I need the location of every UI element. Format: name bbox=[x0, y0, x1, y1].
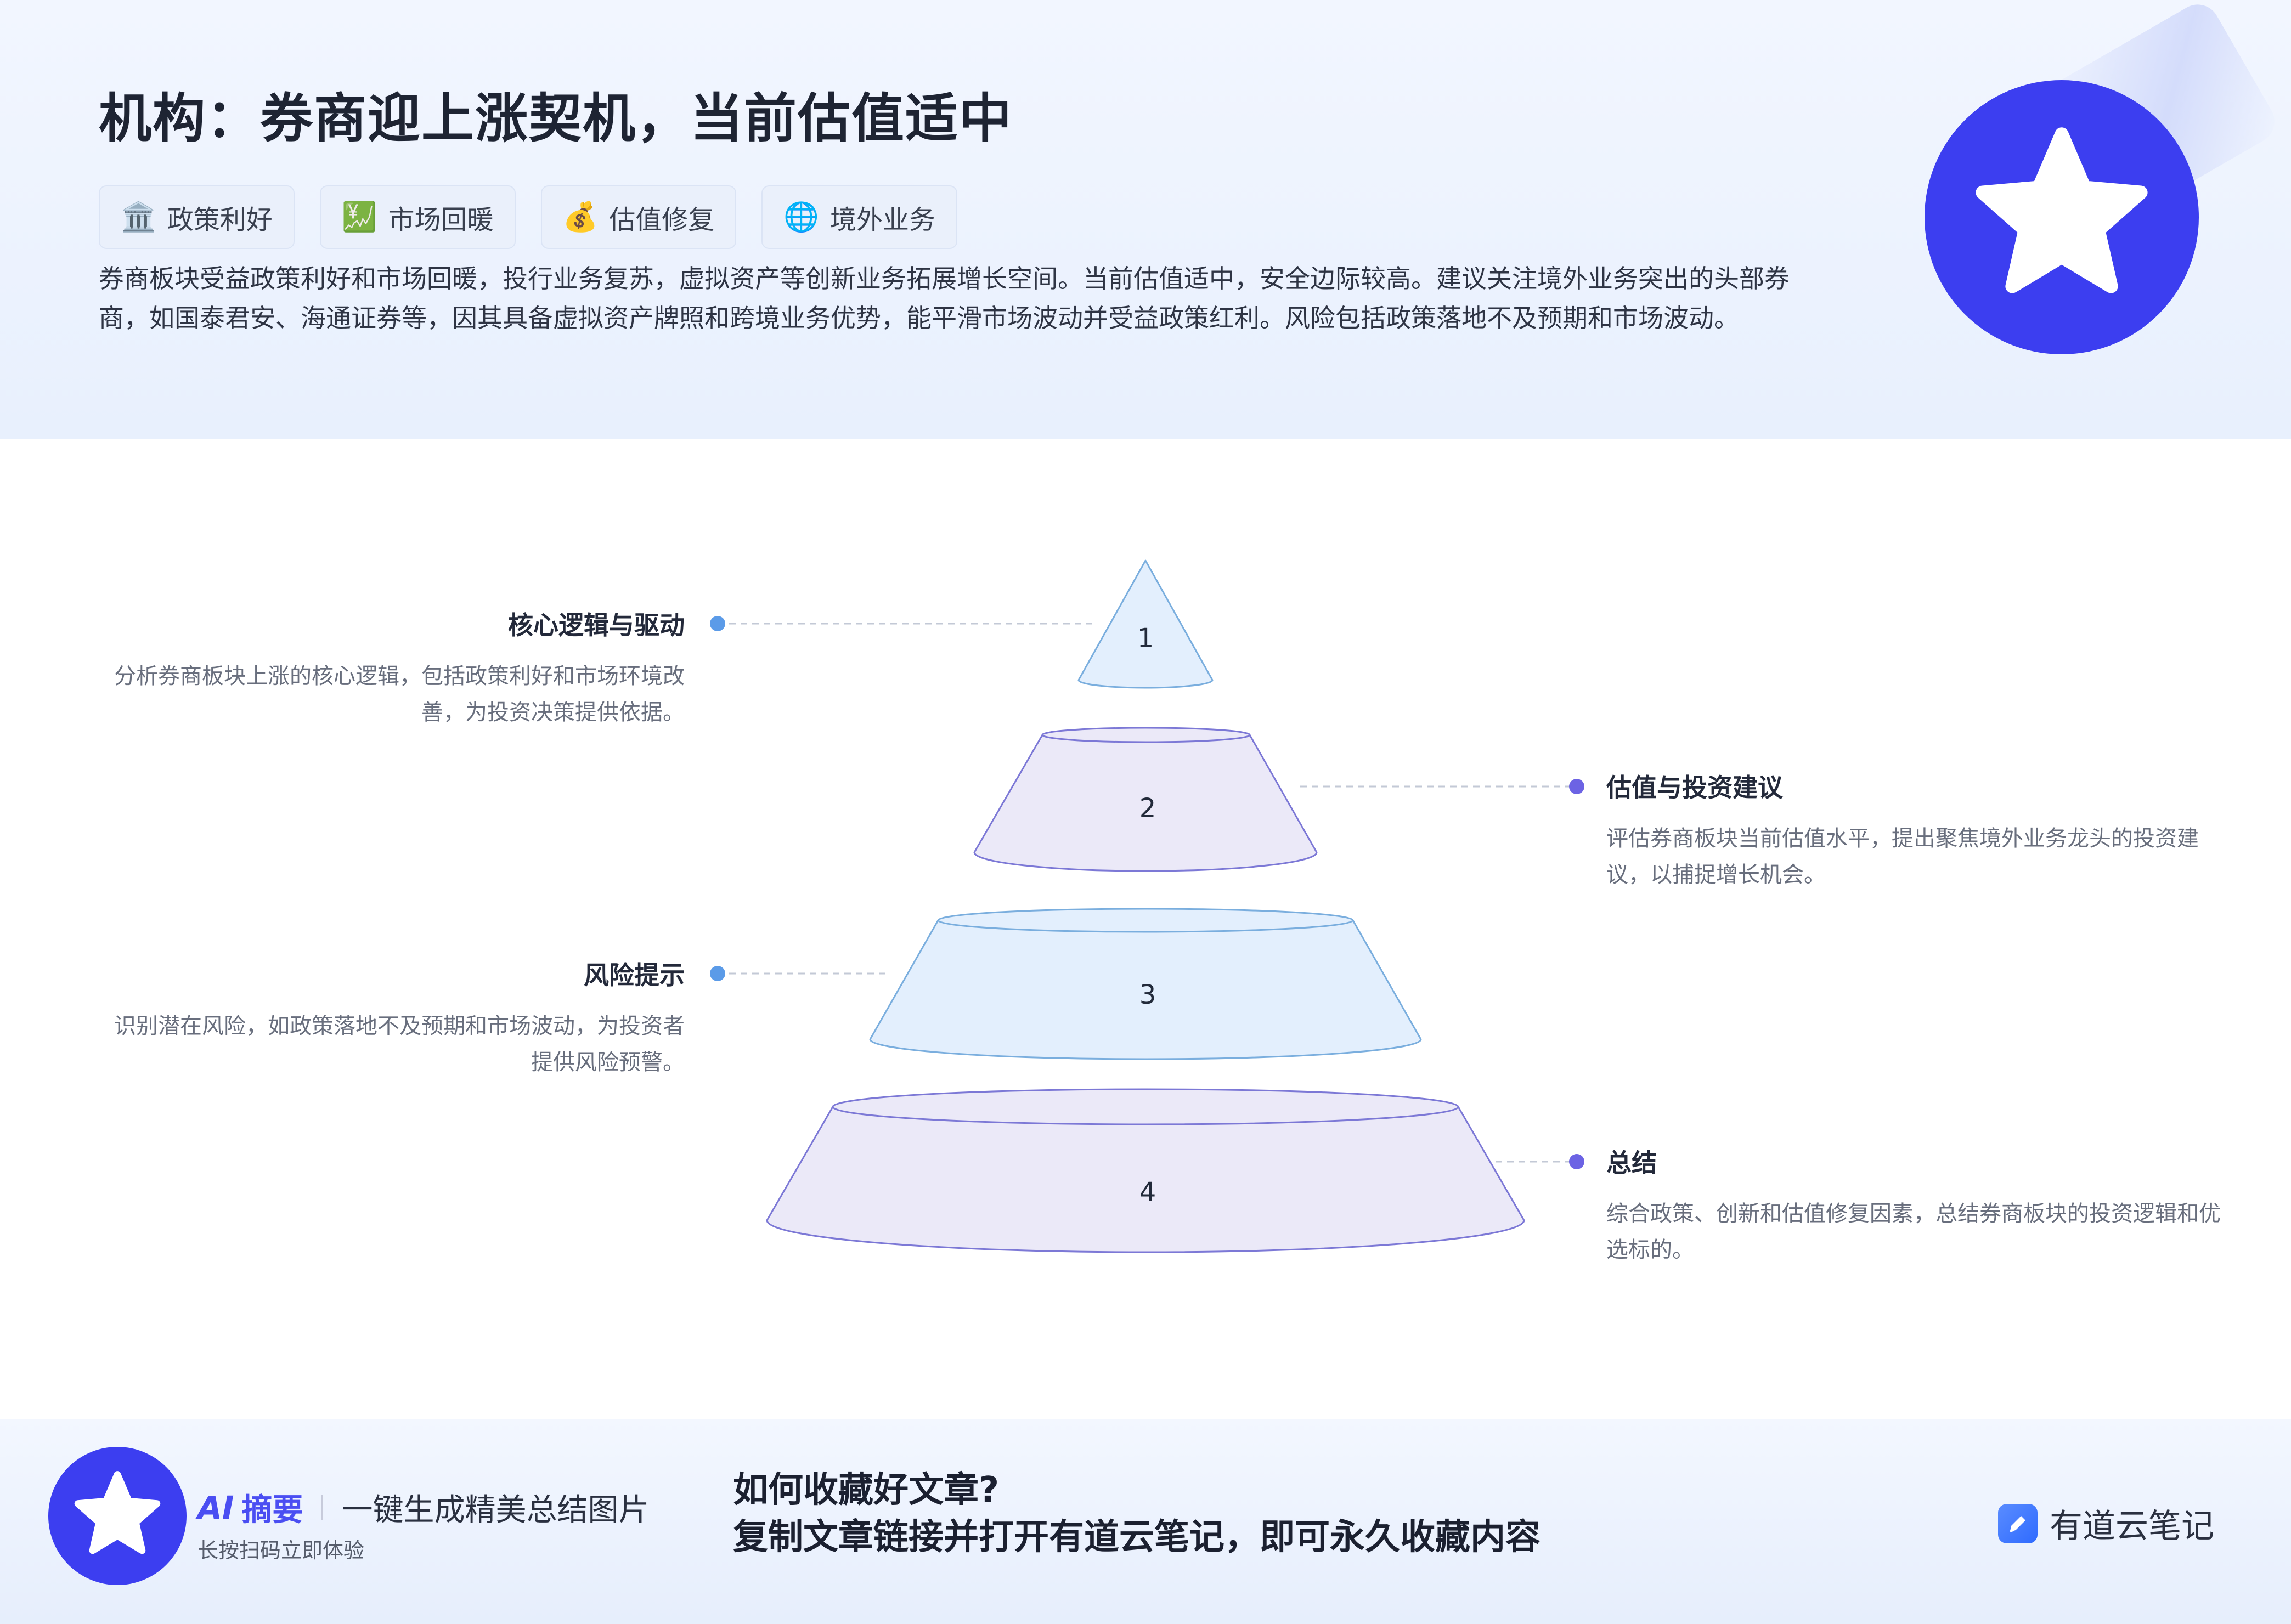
level-title-4: 总结 bbox=[1606, 1148, 1657, 1178]
summary-text: 券商板块受益政策利好和市场回暖，投行业务复苏，虚拟资产等创新业务拓展增长空间。当… bbox=[99, 264, 1790, 333]
star-icon bbox=[1976, 127, 2148, 293]
star-icon bbox=[74, 1471, 161, 1554]
bank-icon: 🏛️ bbox=[121, 201, 156, 234]
tag-policy: 🏛️ 政策利好 bbox=[99, 185, 295, 249]
brand-slogan: 一键生成精美总结图片 bbox=[342, 1492, 650, 1528]
howto-desc: 复制文章链接并打开有道云笔记，即可永久收藏内容 bbox=[733, 1517, 1541, 1558]
tag-label: 估值修复 bbox=[609, 205, 715, 235]
dot-4 bbox=[1569, 1154, 1584, 1169]
tag-valuation: 💰 估值修复 bbox=[540, 185, 737, 249]
pyramid-level-2-top bbox=[1041, 727, 1251, 743]
header-banner: 机构：券商迎上涨契机，当前估值适中 🏛️ 政策利好 💹 市场回暖 💰 估值修复 … bbox=[0, 0, 2291, 439]
howto-block: 如何收藏好文章? 复制文章链接并打开有道云笔记，即可永久收藏内容 bbox=[733, 1467, 1541, 1561]
level-desc-4: 综合政策、创新和估值修复因素，总结券商板块的投资逻辑和优选标的。 bbox=[1606, 1201, 2221, 1263]
level-label-4: 总结 综合政策、创新和估值修复因素，总结券商板块的投资逻辑和优选标的。 bbox=[1606, 1143, 2221, 1268]
pyramid-level-4-top bbox=[832, 1088, 1459, 1125]
level-desc-3: 识别潜在风险，如政策落地不及预期和市场波动，为投资者提供风险预警。 bbox=[114, 1014, 685, 1075]
tag-overseas: 🌐 境外业务 bbox=[761, 185, 958, 249]
level-desc-1: 分析券商板块上涨的核心逻辑，包括政策利好和市场环境改善，为投资决策提供依据。 bbox=[114, 664, 685, 725]
level-number-4: 4 bbox=[1139, 1177, 1156, 1208]
brand-divider bbox=[321, 1495, 324, 1520]
youdao-brand[interactable]: 有道云笔记 bbox=[1998, 1499, 2214, 1547]
brand-name: 摘要 bbox=[241, 1492, 303, 1528]
chart-up-icon: 💹 bbox=[341, 201, 377, 234]
level-title-3: 风险提示 bbox=[584, 960, 685, 990]
level-label-3: 风险提示 识别潜在风险，如政策落地不及预期和市场波动，为投资者提供风险预警。 bbox=[103, 955, 685, 1080]
pyramid-level-4 bbox=[766, 1106, 1525, 1253]
qr-star-badge[interactable] bbox=[48, 1447, 187, 1585]
level-desc-2: 评估券商板块当前估值水平，提出聚焦境外业务龙头的投资建议，以捕捉增长机会。 bbox=[1606, 826, 2199, 887]
scan-hint: 长按扫码立即体验 bbox=[198, 1538, 365, 1563]
dot-2 bbox=[1569, 779, 1584, 794]
tag-market: 💹 市场回暖 bbox=[319, 185, 516, 249]
page-title: 机构：券商迎上涨契机，当前估值适中 bbox=[99, 88, 1013, 149]
globe-icon: 🌐 bbox=[783, 201, 820, 234]
brand-ai: AI bbox=[198, 1489, 234, 1526]
tag-label: 境外业务 bbox=[830, 205, 936, 235]
howto-title: 如何收藏好文章? bbox=[733, 1470, 1000, 1510]
tag-list: 🏛️ 政策利好 💹 市场回暖 💰 估值修复 🌐 境外业务 bbox=[99, 185, 958, 249]
pyramid-level-3-top bbox=[937, 908, 1354, 933]
level-number-2: 2 bbox=[1139, 793, 1156, 824]
dot-3 bbox=[710, 966, 725, 981]
pyramid-level-1 bbox=[1077, 559, 1214, 689]
level-number-3: 3 bbox=[1139, 980, 1156, 1010]
money-bag-icon: 💰 bbox=[562, 201, 599, 234]
pyramid-level-2 bbox=[973, 734, 1318, 872]
tag-label: 政策利好 bbox=[167, 205, 273, 235]
level-number-1: 1 bbox=[1137, 623, 1154, 654]
level-title-1: 核心逻辑与驱动 bbox=[508, 610, 685, 640]
level-title-2: 估值与投资建议 bbox=[1606, 773, 1783, 802]
level-label-2: 估值与投资建议 评估券商板块当前估值水平，提出聚焦境外业务龙头的投资建议，以捕捉… bbox=[1606, 768, 2221, 893]
badge-circle bbox=[1925, 80, 2199, 354]
tag-label: 市场回暖 bbox=[388, 205, 494, 235]
dot-1 bbox=[710, 616, 725, 631]
ai-summary-brand: AI 摘要 一键生成精美总结图片 bbox=[198, 1485, 649, 1530]
pyramid-level-3 bbox=[869, 919, 1422, 1060]
youdao-name: 有道云笔记 bbox=[2050, 1507, 2214, 1546]
youdao-note-icon bbox=[1998, 1503, 2038, 1543]
level-label-1: 核心逻辑与驱动 分析券商板块上涨的核心逻辑，包括政策利好和市场环境改善，为投资决… bbox=[103, 606, 685, 731]
footer-banner: AI 摘要 一键生成精美总结图片 长按扫码立即体验 如何收藏好文章? 复制文章链… bbox=[0, 1419, 2291, 1624]
